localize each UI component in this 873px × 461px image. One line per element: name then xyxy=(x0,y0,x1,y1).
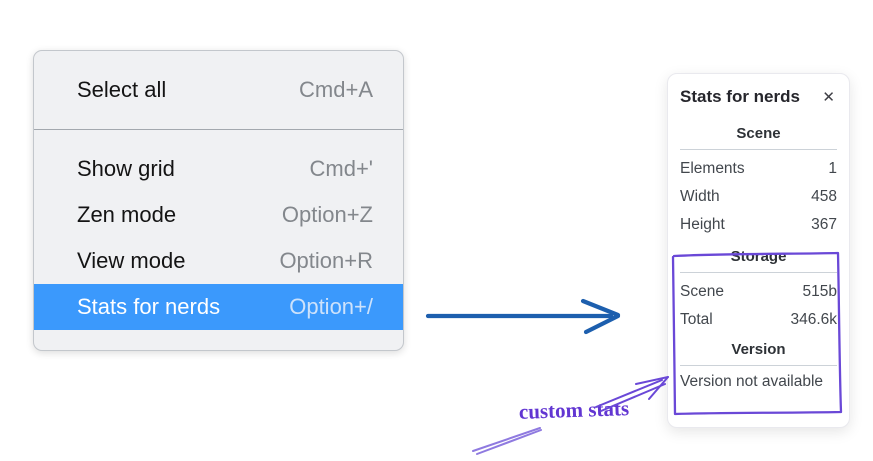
section-heading-storage: Storage xyxy=(730,248,787,265)
stat-label: Scene xyxy=(680,283,724,300)
menu-item-show-grid[interactable]: Show grid Cmd+' xyxy=(34,146,403,192)
menu-divider xyxy=(34,129,403,130)
menu-item-zen-mode[interactable]: Zen mode Option+Z xyxy=(34,192,403,238)
stat-label: Height xyxy=(680,216,725,233)
menu-section-main: Show grid Cmd+' Zen mode Option+Z View m… xyxy=(34,130,403,348)
menu-item-shortcut: Option+Z xyxy=(281,202,373,227)
stat-value: 515b xyxy=(802,283,837,300)
annotation-line xyxy=(472,427,542,455)
menu-item-shortcut: Cmd+A xyxy=(299,77,373,102)
menu-item-select-all[interactable]: Select all Cmd+A xyxy=(34,67,403,113)
stat-label: Elements xyxy=(680,160,745,177)
stats-for-nerds-panel: Stats for nerds ✕ Scene Elements 1 Width… xyxy=(667,73,850,428)
stat-row-total-storage: Total 346.6k xyxy=(680,306,837,334)
stat-label: Width xyxy=(680,188,720,205)
flow-arrow-icon xyxy=(425,298,621,335)
stat-row-scene-storage: Scene 515b xyxy=(680,278,837,306)
stat-label: Total xyxy=(680,311,713,328)
section-divider xyxy=(680,272,837,273)
panel-header: Stats for nerds ✕ xyxy=(680,87,837,107)
menu-item-shortcut: Cmd+' xyxy=(309,156,374,181)
close-icon[interactable]: ✕ xyxy=(822,88,835,106)
stat-row-height: Height 367 xyxy=(680,211,837,239)
menu-item-label: View mode xyxy=(77,248,186,273)
menu-item-label: Select all xyxy=(77,77,167,102)
panel-title: Stats for nerds xyxy=(680,87,800,106)
menu-item-label: Zen mode xyxy=(77,202,177,227)
menu-item-view-mode[interactable]: View mode Option+R xyxy=(34,238,403,284)
stat-value: 367 xyxy=(811,216,837,233)
menu-item-label: Show grid xyxy=(77,156,175,181)
version-note: Version not available xyxy=(680,373,824,390)
menu-item-shortcut: Option+/ xyxy=(289,294,373,319)
menu-item-stats-for-nerds[interactable]: Stats for nerds Option+/ xyxy=(34,284,403,330)
stat-row-elements: Elements 1 xyxy=(680,155,837,183)
section-heading-scene: Scene xyxy=(736,125,781,142)
stat-value: 458 xyxy=(811,188,837,205)
stat-value: 1 xyxy=(828,160,837,177)
menu-section-top: Select all Cmd+A xyxy=(34,51,403,129)
section-divider xyxy=(680,365,837,366)
custom-stats-annotation: custom stats xyxy=(518,396,630,424)
stat-row-width: Width 458 xyxy=(680,183,837,211)
menu-item-label: Stats for nerds xyxy=(77,294,221,319)
section-divider xyxy=(680,149,837,150)
menu-item-shortcut: Option+R xyxy=(279,248,373,273)
stat-value: 346.6k xyxy=(790,311,837,328)
section-heading-version: Version xyxy=(731,341,786,358)
context-menu: Select all Cmd+A Show grid Cmd+' Zen mod… xyxy=(33,50,404,351)
